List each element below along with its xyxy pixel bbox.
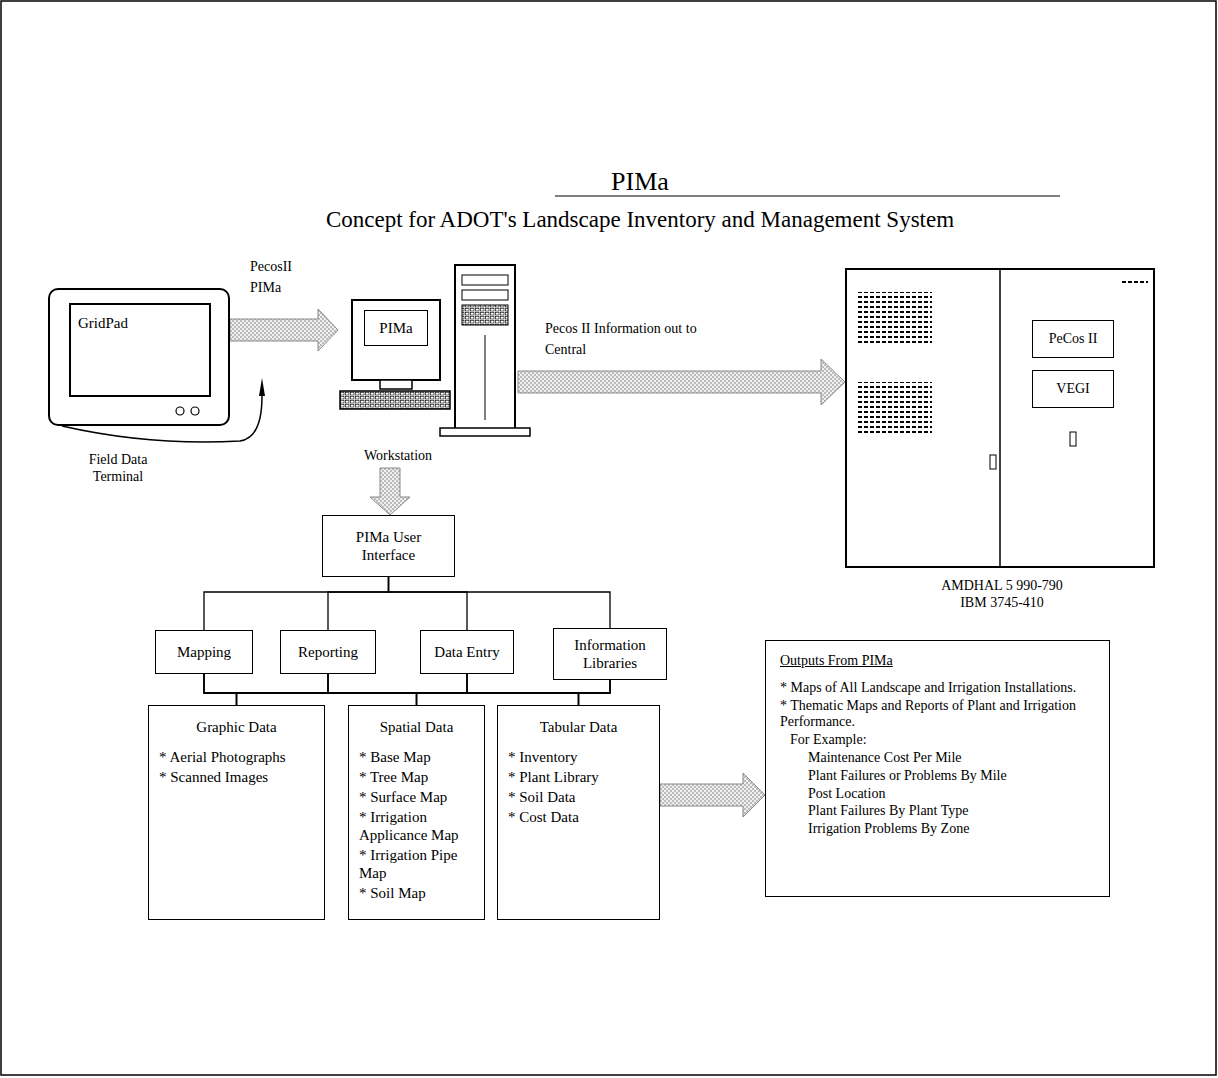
caption-label: Workstation bbox=[346, 448, 450, 465]
drive-bay bbox=[462, 305, 508, 325]
connector-line bbox=[328, 577, 389, 630]
box-heading: Outputs From PIMa bbox=[780, 653, 1095, 670]
cabinet-handle bbox=[990, 455, 996, 469]
subtitle: Concept for ADOT's Landscape Inventory a… bbox=[140, 206, 1140, 234]
list-item: * Surface Map bbox=[359, 788, 474, 806]
function-box: Reporting bbox=[280, 630, 376, 674]
data-box: Tabular Data * Inventory * Plant Library * … bbox=[497, 705, 660, 920]
connector-line bbox=[204, 674, 237, 705]
connector-line bbox=[417, 674, 468, 705]
list-item: * Scanned Images bbox=[159, 768, 314, 786]
caption-label: AMDHAL 5 990-790 IBM 3745-410 bbox=[932, 578, 1072, 612]
outputs-box: Outputs From PIMa * Maps of All Landscape… bbox=[765, 640, 1110, 897]
cabinet-handle bbox=[1070, 432, 1076, 446]
connector-line bbox=[237, 674, 468, 705]
interface-box: PIMa User Interface bbox=[322, 515, 455, 577]
data-box: Spatial Data * Base Map * Tree Map * Surfac… bbox=[348, 705, 485, 920]
block-arrow bbox=[660, 773, 765, 817]
list-item: * Thematic Maps and Reports of Plant and… bbox=[780, 698, 1095, 732]
box-label: Data Entry bbox=[434, 643, 499, 661]
box-label: Reporting bbox=[298, 643, 358, 661]
box-label: Mapping bbox=[177, 643, 231, 661]
data-box: Graphic Data * Aerial Photographs * Scanne… bbox=[148, 705, 325, 920]
function-box: Mapping bbox=[155, 630, 253, 674]
connector-line bbox=[204, 674, 579, 705]
monitor bbox=[352, 300, 440, 380]
tower-case bbox=[455, 265, 515, 435]
cabinet-divider bbox=[999, 268, 1001, 568]
list-item: * Aerial Photographs bbox=[159, 748, 314, 766]
list-item: * Plant Library bbox=[508, 768, 649, 786]
edge-label: PecosII PIMa bbox=[250, 256, 312, 298]
block-arrow bbox=[230, 309, 338, 351]
list-item: Plant Failures By Plant Type bbox=[780, 803, 1095, 820]
list-item: Maintenance Cost Per Mile bbox=[780, 750, 1095, 767]
list-item: * Tree Map bbox=[359, 768, 474, 786]
connector-line bbox=[328, 674, 417, 705]
list-item: * Cost Data bbox=[508, 808, 649, 826]
cabinet-vent bbox=[1120, 280, 1148, 284]
box-heading: Graphic Data bbox=[159, 718, 314, 736]
list-item: * Base Map bbox=[359, 748, 474, 766]
drive-bay bbox=[462, 290, 508, 300]
system-box: PeCos II bbox=[1032, 320, 1114, 358]
connector-line bbox=[389, 577, 611, 628]
connector-line bbox=[237, 680, 611, 705]
caption-label: Field Data Terminal bbox=[78, 452, 158, 486]
connector-line bbox=[579, 680, 611, 705]
title: PIMa bbox=[240, 166, 1040, 197]
keyboard bbox=[340, 391, 450, 409]
box-label: PIMa User Interface bbox=[329, 528, 448, 564]
tower-base bbox=[440, 428, 530, 436]
system-box: VEGI bbox=[1032, 370, 1114, 408]
list-item: * Maps of All Landscape and Irrigation I… bbox=[780, 680, 1095, 697]
box-heading: Tabular Data bbox=[508, 718, 649, 736]
block-arrow bbox=[370, 468, 410, 515]
cabinet-vent bbox=[856, 292, 932, 344]
workstation: PIMaWorkstation bbox=[338, 262, 518, 468]
list-item: For Example: bbox=[780, 732, 1095, 749]
list-item: * Soil Map bbox=[359, 884, 474, 902]
connector-line bbox=[389, 577, 468, 630]
connector-line bbox=[417, 680, 611, 705]
function-box: Information Libraries bbox=[553, 628, 667, 680]
box-label: VEGI bbox=[1056, 381, 1089, 398]
tablet-button bbox=[191, 407, 199, 415]
node-label: PIMa bbox=[364, 310, 428, 346]
tablet-button bbox=[176, 407, 184, 415]
list-item: Post Location bbox=[780, 786, 1095, 803]
stylus bbox=[259, 378, 265, 396]
list-item: * Irrigation Pipe Map bbox=[359, 846, 474, 882]
box-label: PeCos II bbox=[1049, 331, 1098, 348]
drive-bay bbox=[462, 275, 508, 285]
box-label: Information Libraries bbox=[560, 636, 660, 672]
mainframe: AMDHAL 5 990-790 IBM 3745-410PeCos IIVEG… bbox=[845, 268, 1155, 568]
stylus-cord bbox=[62, 396, 262, 442]
tower-detail bbox=[485, 335, 486, 420]
list-item: * Inventory bbox=[508, 748, 649, 766]
connector-line bbox=[204, 577, 389, 630]
function-box: Data Entry bbox=[420, 630, 514, 674]
monitor-stand bbox=[380, 380, 412, 389]
block-arrow bbox=[518, 359, 845, 405]
list-item: Plant Failures or Problems By Mile bbox=[780, 768, 1095, 785]
tablet-screen bbox=[70, 304, 210, 396]
field-terminal: GridPadField Data Terminal bbox=[48, 288, 230, 426]
list-item: Irrigation Problems By Zone bbox=[780, 821, 1095, 838]
connector-line bbox=[328, 674, 579, 705]
node-label: GridPad bbox=[78, 314, 168, 332]
list-item: * Soil Data bbox=[508, 788, 649, 806]
list-item: * Irrigation Applicance Map bbox=[359, 808, 474, 844]
connector-line bbox=[237, 674, 329, 705]
edge-label: Pecos II Information out to Central bbox=[545, 318, 713, 360]
box-heading: Spatial Data bbox=[359, 718, 474, 736]
cabinet-vent bbox=[856, 382, 932, 434]
